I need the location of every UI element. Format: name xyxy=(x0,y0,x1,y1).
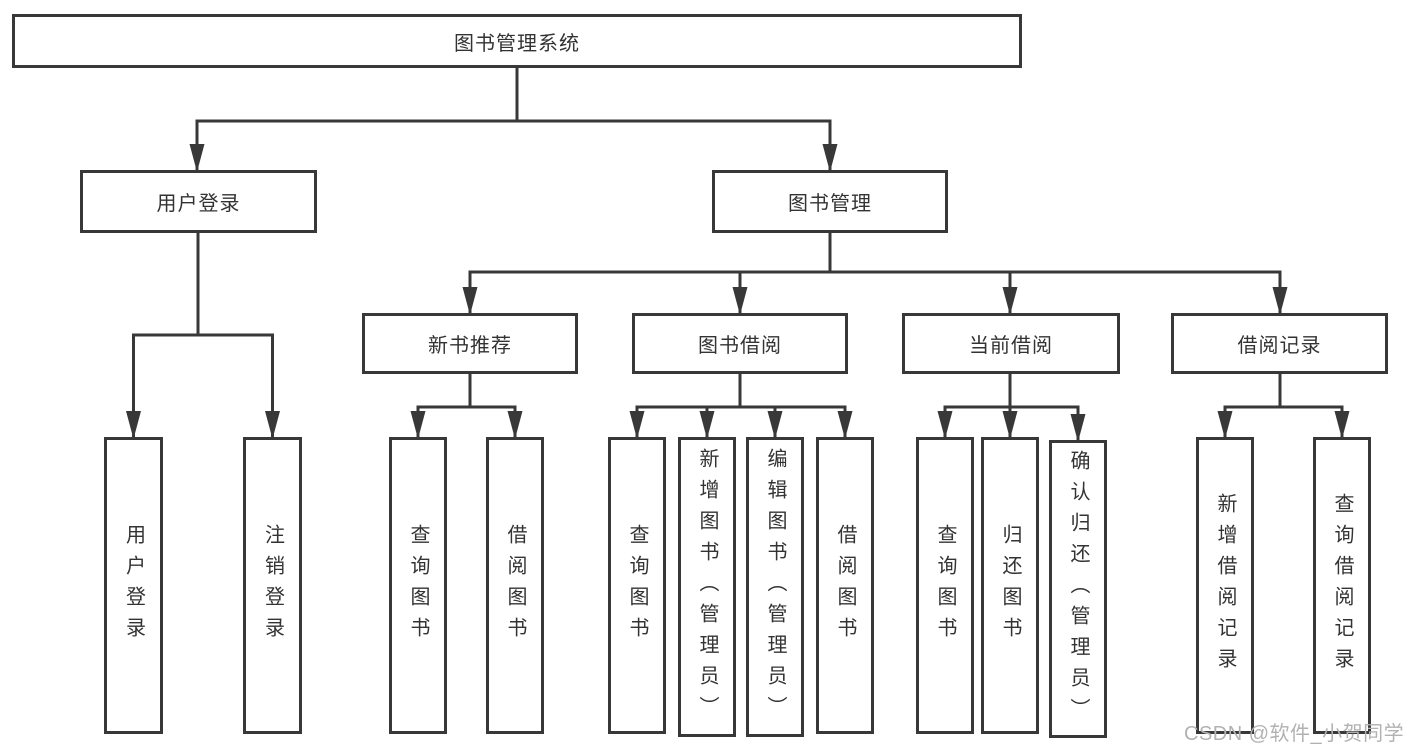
node-root-label: 图书管理系统 xyxy=(454,32,580,55)
node-borrow-records: 借阅记录 xyxy=(1171,313,1388,374)
node-current-borrow-label: 当前借阅 xyxy=(969,335,1053,357)
leaf-borrow-books-borrow: 借阅图书 xyxy=(816,437,874,734)
node-root: 图书管理系统 xyxy=(12,14,1022,68)
node-borrow-records-label: 借阅记录 xyxy=(1237,335,1322,357)
node-book-borrow: 图书借阅 xyxy=(632,313,848,374)
leaf-add-borrow-record-label: 新增借阅记录 xyxy=(1214,492,1236,679)
leaf-add-book-admin-label: 新增图书（管理员） xyxy=(696,447,718,727)
leaf-edit-book-admin: 编辑图书（管理员） xyxy=(746,437,804,737)
leaf-borrow-books-recommend: 借阅图书 xyxy=(486,437,544,734)
node-current-borrow: 当前借阅 xyxy=(902,313,1120,374)
node-user-login-label: 用户登录 xyxy=(156,193,241,215)
leaf-return-book: 归还图书 xyxy=(981,437,1039,734)
leaf-add-book-admin: 新增图书（管理员） xyxy=(678,437,736,737)
leaf-confirm-return-admin: 确认归还（管理员） xyxy=(1049,440,1107,738)
watermark: CSDN @软件_小贺同学 xyxy=(1184,723,1405,745)
leaf-query-books-recommend-label: 查询图书 xyxy=(407,523,429,648)
node-book-management: 图书管理 xyxy=(712,170,948,233)
leaf-logout-label: 注销登录 xyxy=(261,523,284,648)
node-book-management-label: 图书管理 xyxy=(788,193,872,215)
leaf-query-books-current: 查询图书 xyxy=(916,437,974,734)
leaf-user-login: 用户登录 xyxy=(104,437,163,734)
leaf-edit-book-admin-label: 编辑图书（管理员） xyxy=(764,447,786,727)
leaf-user-login-label: 用户登录 xyxy=(122,523,145,648)
leaf-query-books-recommend: 查询图书 xyxy=(389,437,447,734)
leaf-add-borrow-record: 新增借阅记录 xyxy=(1196,437,1254,734)
leaf-query-borrow-record-label: 查询借阅记录 xyxy=(1331,492,1353,679)
leaf-confirm-return-admin-label: 确认归还（管理员） xyxy=(1067,449,1089,729)
node-new-book-recommend: 新书推荐 xyxy=(362,313,578,374)
leaf-query-borrow-record: 查询借阅记录 xyxy=(1313,437,1371,734)
leaf-query-books-borrow-label: 查询图书 xyxy=(626,523,648,648)
leaf-logout: 注销登录 xyxy=(243,437,302,734)
leaf-query-books-borrow: 查询图书 xyxy=(608,437,666,734)
leaf-borrow-books-recommend-label: 借阅图书 xyxy=(504,523,526,648)
node-book-borrow-label: 图书借阅 xyxy=(698,335,782,357)
leaf-query-books-current-label: 查询图书 xyxy=(934,523,956,648)
node-new-book-recommend-label: 新书推荐 xyxy=(428,335,512,357)
leaf-borrow-books-borrow-label: 借阅图书 xyxy=(834,523,856,648)
leaf-return-book-label: 归还图书 xyxy=(999,523,1021,648)
node-user-login: 用户登录 xyxy=(80,170,317,233)
